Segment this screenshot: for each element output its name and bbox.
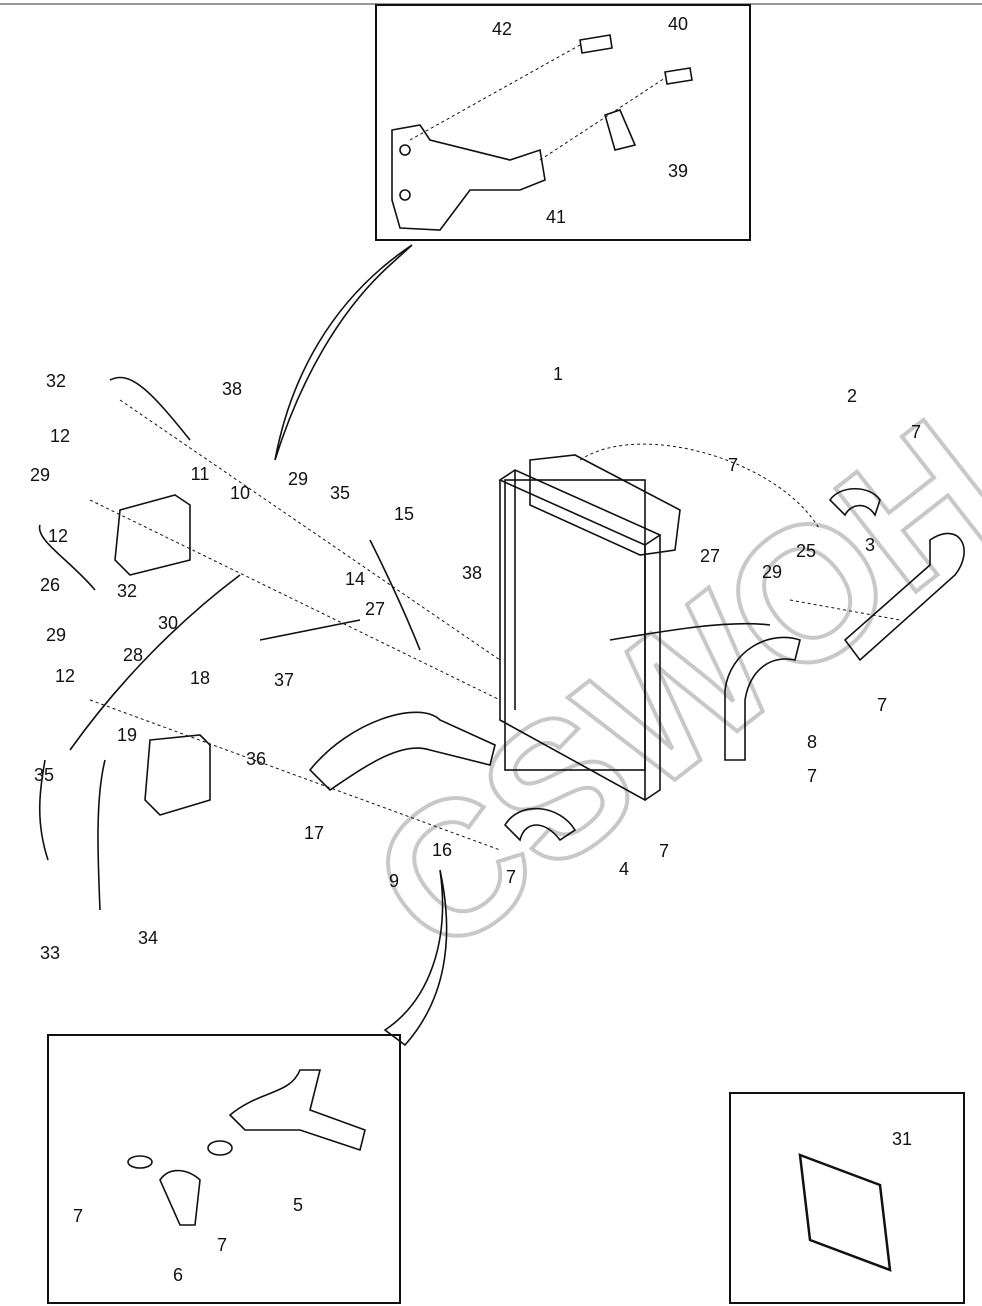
- fasteners: [579, 34, 693, 151]
- inset-seal-detail: [729, 1092, 965, 1304]
- callout-7: 7: [217, 1235, 227, 1255]
- inset-bracket-detail: [375, 4, 751, 241]
- callout-2: 2: [847, 386, 857, 406]
- callout-7: 7: [659, 841, 669, 861]
- callout-7: 7: [911, 422, 921, 442]
- callout-18: 18: [190, 668, 210, 688]
- callout-9: 9: [389, 871, 399, 891]
- radiator-tank: [529, 454, 681, 556]
- callout-35: 35: [330, 483, 350, 503]
- callout-36: 36: [246, 749, 266, 769]
- bracket-part: [391, 124, 546, 231]
- hose-2: [828, 488, 881, 517]
- callout-12: 12: [48, 526, 68, 546]
- callout-7: 7: [728, 455, 738, 475]
- callout-38: 38: [462, 563, 482, 583]
- callout-27: 27: [365, 599, 385, 619]
- hose-4: [503, 807, 577, 842]
- callout-7: 7: [506, 867, 516, 887]
- radiator-body: [499, 470, 661, 802]
- seal-31: [798, 1153, 892, 1272]
- callout-28: 28: [123, 645, 143, 665]
- callout-16: 16: [432, 840, 452, 860]
- hose-16: [308, 711, 496, 792]
- callout-33: 33: [40, 943, 60, 963]
- watermark: CSWOH: [335, 380, 982, 995]
- callout-39: 39: [668, 161, 688, 181]
- callout-40: 40: [668, 14, 688, 34]
- callout-32: 32: [117, 581, 137, 601]
- callout-42: 42: [492, 19, 512, 39]
- callout-34: 34: [138, 928, 158, 948]
- callout-4: 4: [619, 859, 629, 879]
- hose-6: [159, 1169, 201, 1226]
- clamp-7: [207, 1140, 233, 1156]
- callout-12: 12: [50, 426, 70, 446]
- clamp-7: [127, 1155, 153, 1169]
- callout-12: 12: [55, 666, 75, 686]
- hose-3: [843, 532, 965, 662]
- callout-29: 29: [762, 562, 782, 582]
- callout-29: 29: [288, 469, 308, 489]
- detail-arrow-bottom: [383, 869, 448, 1047]
- callout-19: 19: [117, 725, 137, 745]
- callout-29: 29: [46, 625, 66, 645]
- hose-5: [228, 1069, 366, 1152]
- bracket-hole: [399, 144, 411, 156]
- reservoir-18: [144, 734, 211, 816]
- callout-17: 17: [304, 823, 324, 843]
- tube-lines: [38, 376, 771, 911]
- callout-32: 32: [46, 371, 66, 391]
- callout-38: 38: [222, 379, 242, 399]
- callout-7: 7: [73, 1206, 83, 1226]
- callout-14: 14: [345, 569, 365, 589]
- assembly-lines: [409, 44, 666, 161]
- expansion-tank-10: [114, 494, 191, 576]
- callout-11: 11: [191, 464, 210, 484]
- callout-31: 31: [892, 1129, 912, 1149]
- radiator-top: [498, 469, 662, 546]
- callout-27: 27: [700, 546, 720, 566]
- callout-8: 8: [807, 732, 817, 752]
- callout-7: 7: [807, 766, 817, 786]
- bracket-hole: [399, 189, 411, 201]
- callout-7: 7: [877, 695, 887, 715]
- callout-15: 15: [394, 504, 414, 524]
- callout-1: 1: [553, 364, 563, 384]
- callout-26: 26: [40, 575, 60, 595]
- callout-30: 30: [158, 613, 178, 633]
- assembly-lines: [89, 399, 901, 851]
- callout-10: 10: [230, 483, 250, 503]
- callout-37: 37: [274, 670, 294, 690]
- callout-41: 41: [546, 207, 566, 227]
- callout-25: 25: [796, 541, 816, 561]
- inset-hose-detail: [47, 1034, 401, 1304]
- callout-3: 3: [865, 535, 875, 555]
- callout-35: 35: [34, 765, 54, 785]
- hose-8: [724, 636, 801, 761]
- callout-6: 6: [173, 1265, 183, 1285]
- callout-5: 5: [293, 1195, 303, 1215]
- detail-arrow-top: [274, 244, 413, 461]
- callout-29: 29: [30, 465, 50, 485]
